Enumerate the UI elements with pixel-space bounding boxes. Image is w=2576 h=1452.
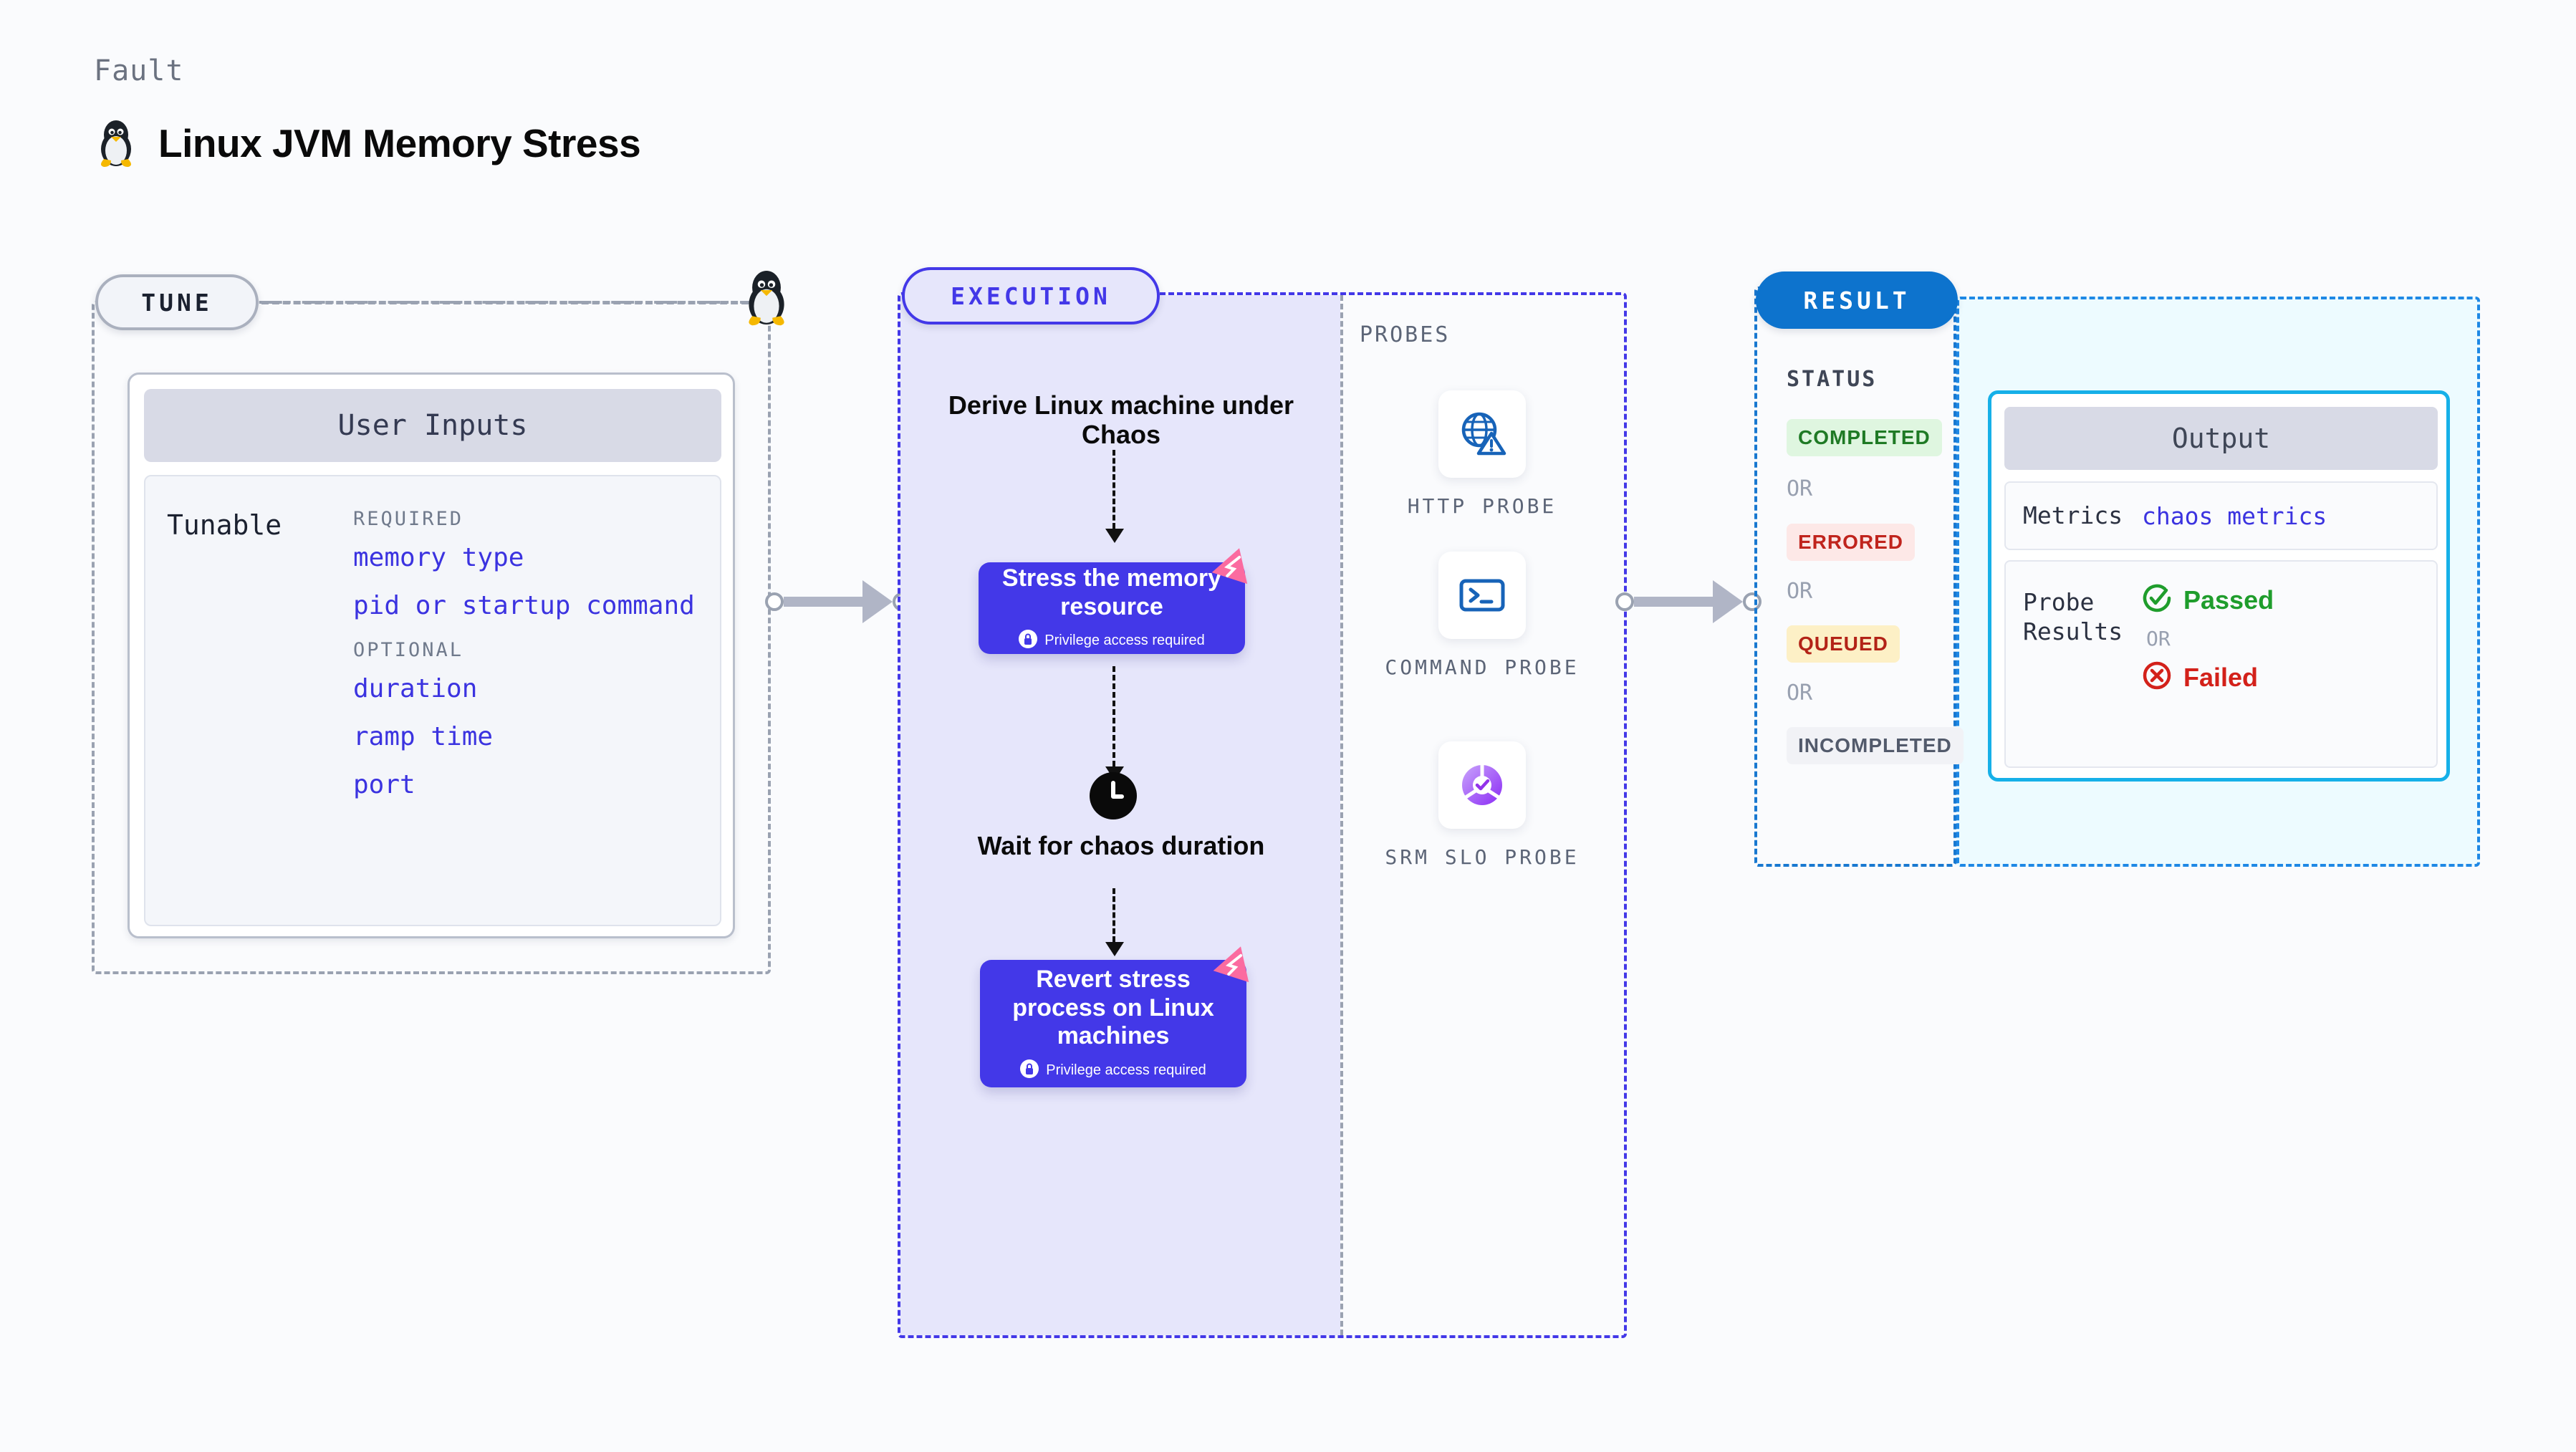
status-or-1: OR <box>1787 476 1813 501</box>
output-probe-results-row: Probe Results Passed OR <box>2004 560 2438 768</box>
probe-result-failed: Failed <box>2142 660 2274 694</box>
tunable-groups: REQUIRED memory type pid or startup comm… <box>353 498 704 818</box>
tunable-group-title-optional: OPTIONAL <box>353 639 464 661</box>
clock-icon <box>1090 772 1137 819</box>
probe-label-srm-slo: SRM SLO PROBE <box>1385 845 1580 869</box>
probe-result-or: OR <box>2146 627 2171 650</box>
connector-tune-to-execution <box>765 580 911 623</box>
connector-arrow-head <box>862 580 893 623</box>
tunable-item-pid-or-startup-command[interactable]: pid or startup command <box>353 591 695 620</box>
tunable-label: Tunable <box>167 509 282 541</box>
check-circle-icon <box>2142 583 2172 617</box>
connector-start-dot <box>765 592 784 611</box>
tunable-item-port[interactable]: port <box>353 770 415 799</box>
output-card: Output Metrics chaos metrics Probe Resul… <box>1988 390 2450 782</box>
probes-divider <box>1340 295 1343 1335</box>
probe-result-failed-label: Failed <box>2183 662 2259 692</box>
connector-end-dot <box>1743 592 1762 611</box>
result-section-badge[interactable]: RESULT <box>1756 271 1958 329</box>
tux-penguin-marker-icon <box>742 264 791 327</box>
tune-connector-line <box>261 301 749 304</box>
execution-card-revert-stress[interactable]: Revert stress process on Linux machines … <box>980 960 1246 1087</box>
output-probe-results-key: Probe Results <box>2023 588 2123 646</box>
execution-step-wait-duration: Wait for chaos duration <box>977 831 1265 860</box>
tune-section-badge[interactable]: TUNE <box>95 274 259 330</box>
execution-step-derive-machine: Derive Linux machine under Chaos <box>948 390 1294 450</box>
tux-penguin-icon <box>95 115 137 171</box>
execution-arrow-head-1 <box>1105 529 1124 543</box>
fault-corner-badge-icon <box>1211 940 1259 989</box>
tunable-item-ramp-time[interactable]: ramp time <box>353 722 494 751</box>
probe-result-passed: Passed <box>2142 583 2274 617</box>
output-metrics-value[interactable]: chaos metrics <box>2142 501 2327 530</box>
status-badge-queued: QUEUED <box>1787 625 1900 663</box>
status-badge-errored: ERRORED <box>1787 524 1916 561</box>
x-circle-icon <box>2142 660 2172 694</box>
tunable-item-memory-type[interactable]: memory type <box>353 543 524 572</box>
page-title: Linux JVM Memory Stress <box>158 120 641 165</box>
probe-item-command[interactable]: COMMAND PROBE <box>1382 552 1582 681</box>
output-metrics-row: Metrics chaos metrics <box>2004 481 2438 550</box>
lock-icon <box>1019 629 1038 652</box>
execution-card-stress-title: Stress the memory resource <box>1001 564 1222 620</box>
execution-arrow-head-3 <box>1105 942 1124 956</box>
tunable-group-title-required: REQUIRED <box>353 508 464 530</box>
execution-panel <box>898 292 1627 1338</box>
connector-line <box>784 597 862 607</box>
execution-arrow-2 <box>1112 666 1118 766</box>
connector-line <box>1634 597 1713 607</box>
user-inputs-card: User Inputs Tunable REQUIRED memory type… <box>128 372 735 938</box>
tunable-item-duration[interactable]: duration <box>353 674 478 703</box>
status-or-3: OR <box>1787 681 1813 706</box>
probe-label-http: HTTP PROBE <box>1407 494 1557 518</box>
status-or-2: OR <box>1787 579 1813 604</box>
status-badge-incompleted: INCOMPLETED <box>1787 727 1964 764</box>
connector-arrow-head <box>1713 580 1743 623</box>
output-metrics-key: Metrics <box>2023 501 2123 530</box>
output-title: Output <box>2004 407 2438 470</box>
connector-execution-to-result <box>1615 580 1762 623</box>
execution-arrow-1 <box>1112 450 1118 529</box>
lock-icon <box>1020 1059 1039 1082</box>
terminal-icon <box>1438 552 1526 639</box>
globe-warning-icon <box>1438 390 1526 478</box>
probe-item-http[interactable]: HTTP PROBE <box>1382 390 1582 519</box>
privilege-row: Privilege access required <box>1020 1059 1206 1082</box>
page-eyebrow-fault: Fault <box>94 54 184 87</box>
page-title-row: Linux JVM Memory Stress <box>95 115 641 171</box>
execution-section-badge[interactable]: EXECUTION <box>902 267 1160 324</box>
status-label: STATUS <box>1787 367 1878 392</box>
probe-label-command: COMMAND PROBE <box>1385 655 1580 679</box>
slo-donut-check-icon <box>1438 741 1526 829</box>
probe-result-passed-label: Passed <box>2183 585 2274 615</box>
status-badge-completed: COMPLETED <box>1787 419 1942 456</box>
execution-card-revert-title: Revert stress process on Linux machines <box>1012 966 1214 1050</box>
probes-section-label: PROBES <box>1360 322 1451 347</box>
privilege-note: Privilege access required <box>1046 1062 1206 1078</box>
user-inputs-title: User Inputs <box>144 389 721 462</box>
privilege-row: Privilege access required <box>1019 629 1205 652</box>
connector-start-dot <box>1615 592 1634 611</box>
execution-card-stress-memory[interactable]: Stress the memory resource Privilege acc… <box>979 562 1245 654</box>
execution-arrow-3 <box>1112 888 1118 942</box>
probe-item-srm-slo[interactable]: SRM SLO PROBE <box>1382 741 1582 870</box>
privilege-note: Privilege access required <box>1044 632 1205 648</box>
tunable-box: Tunable REQUIRED memory type pid or star… <box>144 475 721 926</box>
fault-corner-badge-icon <box>1209 542 1258 590</box>
